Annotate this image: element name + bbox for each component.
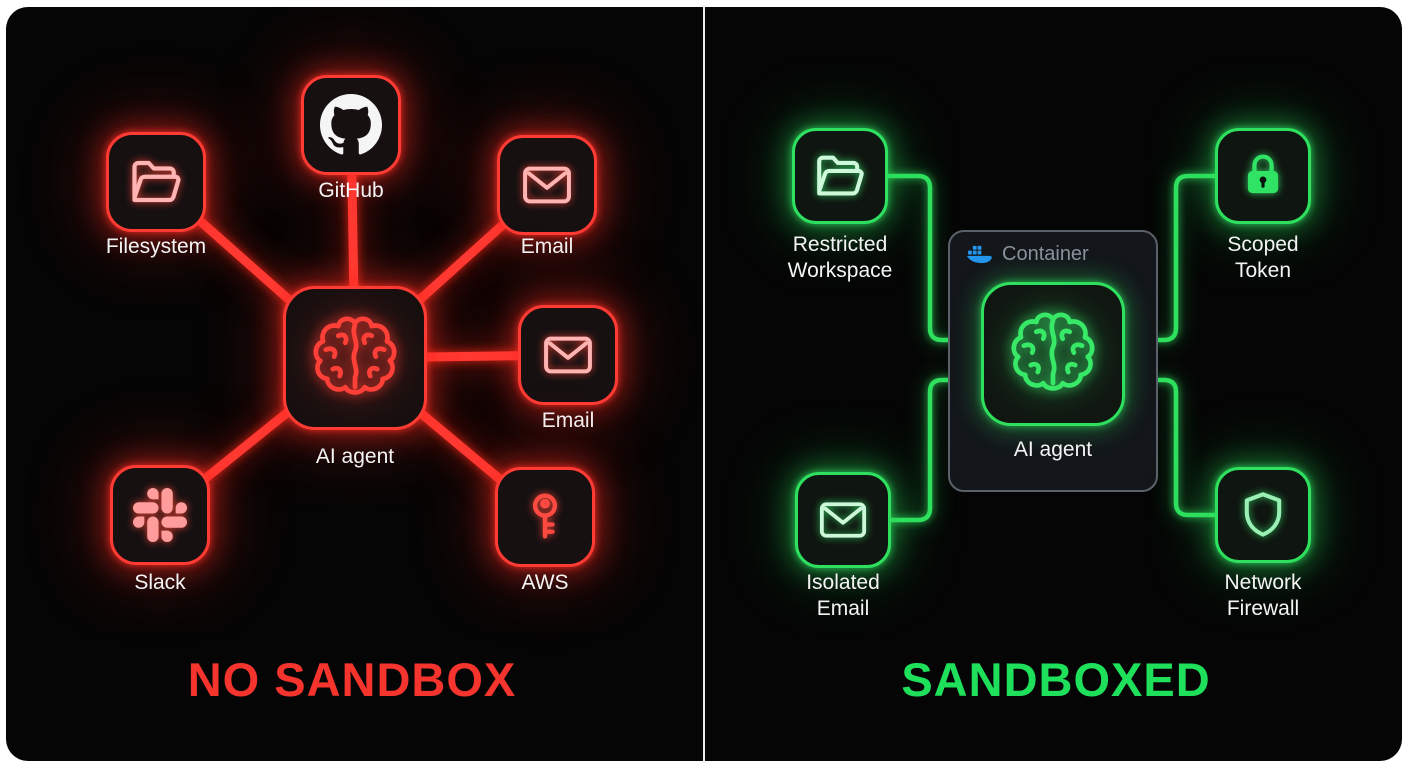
- lock-icon: [1247, 154, 1279, 194]
- shield-icon: [1244, 492, 1282, 537]
- node-label-slack: Slack: [134, 571, 186, 594]
- envelope-icon: [544, 336, 592, 374]
- brain-icon: [1011, 312, 1095, 391]
- node-restricted-workspace: [792, 128, 888, 224]
- container-header: Container: [966, 243, 1089, 266]
- node-label-filesystem: Filesystem: [105, 235, 207, 258]
- key-icon: [532, 493, 558, 539]
- envelope-icon: [523, 166, 571, 204]
- node-label-isolated-email: Isolated Email: [806, 571, 880, 620]
- node-label-ai-agent-left: AI agent: [315, 445, 395, 468]
- node-email-right: [518, 305, 618, 405]
- node-label-aws: AWS: [521, 571, 569, 594]
- node-label-ai-agent-right: AI agent: [1013, 438, 1093, 461]
- node-label-restricted-workspace: Restricted Workspace: [787, 233, 893, 282]
- github-icon: [320, 94, 382, 155]
- sandboxed-title: SANDBOXED: [901, 653, 1211, 706]
- node-label-email-top: Email: [520, 235, 574, 258]
- node-slack: [110, 465, 210, 565]
- panel-divider: [703, 7, 705, 761]
- no-sandbox-title: NO SANDBOX: [187, 653, 517, 706]
- folder-icon: [817, 155, 864, 196]
- docker-icon: [966, 245, 992, 264]
- node-label-email-right: Email: [541, 409, 595, 432]
- node-ai-agent-left: [283, 286, 427, 430]
- envelope-icon: [819, 502, 867, 538]
- node-filesystem: [106, 132, 206, 232]
- node-aws: [495, 467, 595, 567]
- node-email-top: [497, 135, 597, 235]
- node-label-scoped-token: Scoped Token: [1227, 233, 1299, 282]
- node-label-github: GitHub: [318, 179, 384, 202]
- container-label: Container: [1002, 243, 1089, 265]
- slack-icon: [133, 488, 187, 542]
- node-network-firewall: [1215, 467, 1311, 563]
- node-scoped-token: [1215, 128, 1311, 224]
- brain-icon: [313, 316, 397, 395]
- node-ai-agent-right: [981, 282, 1125, 426]
- node-label-network-firewall: Network Firewall: [1224, 571, 1302, 620]
- folder-icon: [132, 160, 181, 203]
- node-isolated-email: [795, 472, 891, 568]
- node-github: [301, 75, 401, 175]
